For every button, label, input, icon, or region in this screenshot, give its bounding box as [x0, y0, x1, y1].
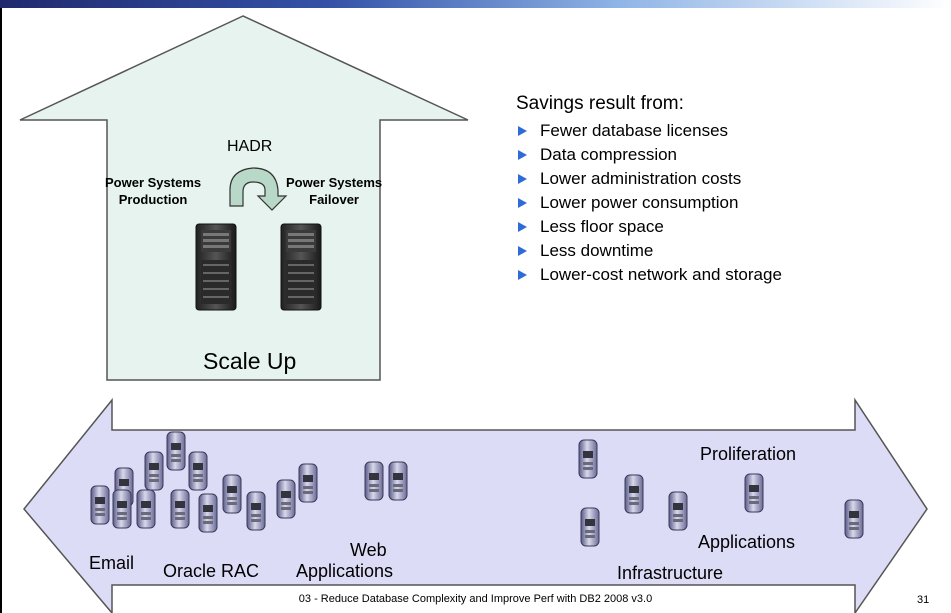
production-label: Power Systems Production — [105, 174, 201, 208]
bullet-icon — [518, 270, 527, 280]
failover-label: Power Systems Failover — [286, 174, 382, 208]
blade-server-icon — [246, 491, 266, 531]
blade-server-icon — [744, 473, 764, 513]
bullet-icon — [518, 126, 527, 136]
bullet-icon — [518, 174, 527, 184]
scale-up-label: Scale Up — [203, 348, 297, 374]
savings-item: Less downtime — [516, 239, 782, 263]
email-label: Email — [89, 553, 135, 573]
blade-server-icon — [170, 489, 190, 529]
web-applications-label: Applications — [296, 561, 394, 581]
savings-list: Fewer database licenses Data compression… — [516, 119, 782, 287]
hadr-label: HADR — [227, 138, 273, 155]
footer-title: 03 - Reduce Database Complexity and Impr… — [298, 593, 653, 605]
blade-server-icon — [90, 485, 110, 525]
page-number: 31 — [917, 594, 930, 606]
cycle-arrow-icon — [229, 167, 288, 211]
savings-item: Less floor space — [516, 215, 782, 239]
savings-item-text: Lower administration costs — [540, 169, 742, 188]
blade-server-icon — [136, 489, 156, 529]
bullet-icon — [518, 198, 527, 208]
savings-item-text: Lower power consumption — [540, 193, 739, 212]
blade-server-icon — [298, 463, 318, 503]
savings-item: Lower power consumption — [516, 191, 782, 215]
production-label-line2: Production — [118, 192, 188, 207]
blade-server-icon — [388, 461, 408, 501]
blade-server-icon — [580, 507, 600, 547]
failover-label-line1: Power Systems — [286, 175, 383, 190]
applications-label: Applications — [698, 532, 796, 552]
savings-item: Fewer database licenses — [516, 119, 782, 143]
blade-server-icon — [364, 461, 384, 501]
bullet-icon — [518, 150, 527, 160]
savings-item-text: Lower-cost network and storage — [540, 265, 782, 284]
blade-server-icon — [198, 493, 218, 533]
web-label: Web — [350, 540, 387, 560]
scale-out-arrow — [23, 397, 928, 613]
blade-server-icon — [276, 479, 296, 519]
bullet-icon — [518, 222, 527, 232]
scale-up-arrow — [19, 15, 469, 381]
savings-item: Data compression — [516, 143, 782, 167]
bullet-icon — [518, 246, 527, 256]
blade-server-icon — [222, 474, 242, 514]
server-rack-icon — [280, 223, 322, 311]
slide-top-bar — [0, 0, 951, 8]
savings-item-text: Fewer database licenses — [540, 121, 729, 140]
savings-item: Lower-cost network and storage — [516, 263, 782, 287]
blade-server-icon — [578, 439, 598, 479]
failover-label-line2: Failover — [309, 192, 359, 207]
blade-server-icon — [188, 451, 208, 491]
production-label-line1: Power Systems — [105, 175, 202, 190]
blade-server-icon — [844, 499, 864, 539]
oracle-rac-label: Oracle RAC — [163, 561, 260, 581]
blade-server-icon — [668, 491, 688, 531]
blade-server-icon — [624, 474, 644, 514]
blade-server-icon — [166, 431, 186, 471]
blade-server-icon — [144, 451, 164, 491]
savings-heading: Savings result from: — [516, 93, 684, 114]
savings-item-text: Less floor space — [540, 217, 664, 236]
server-rack-icon — [195, 223, 237, 311]
savings-item-text: Data compression — [540, 145, 678, 164]
infrastructure-label: Infrastructure — [617, 563, 724, 583]
savings-item: Lower administration costs — [516, 167, 782, 191]
slide-left-border — [0, 8, 2, 613]
blade-server-icon — [112, 489, 132, 529]
savings-item-text: Less downtime — [540, 241, 654, 260]
proliferation-label: Proliferation — [700, 444, 797, 464]
